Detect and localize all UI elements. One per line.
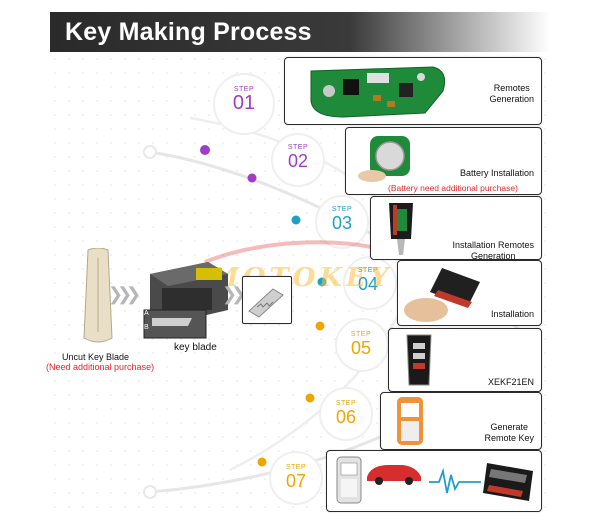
- key-in-hand-icon: [404, 268, 480, 322]
- step-05-label: XEKF21EN: [487, 377, 534, 387]
- step-number: 03: [331, 213, 353, 233]
- step-number: 02: [287, 151, 309, 171]
- step-word: STEP: [331, 206, 353, 213]
- step-number: 04: [357, 274, 379, 294]
- step-word: STEP: [285, 464, 307, 471]
- step-02-card: Battery Installation (Battery need addit…: [345, 127, 542, 195]
- bullet-dot: [247, 173, 257, 183]
- step-06-label: Generate Remote Key: [484, 422, 534, 443]
- step-04-label: Installation: [490, 309, 534, 319]
- step-01-marker: STEP 01: [224, 86, 264, 113]
- step-01-label: Remotes Generation: [489, 83, 534, 104]
- key-programmer-icon: [397, 397, 423, 445]
- step-05-marker: STEP 05: [341, 331, 381, 358]
- uncut-blade-note: (Need additional purchase): [46, 362, 155, 372]
- page-title: Key Making Process: [65, 18, 312, 46]
- uncut-key-blade-icon: [83, 248, 113, 343]
- step-02-label: Battery Installation: [459, 168, 534, 178]
- step-word: STEP: [287, 144, 309, 151]
- step-word: STEP: [350, 331, 372, 338]
- arrows-icon: ❯❯❯: [108, 284, 141, 304]
- step-01-card: Remotes Generation: [284, 57, 542, 125]
- smart-key-icon: [406, 334, 432, 386]
- step-word: STEP: [233, 86, 255, 93]
- step-04-card: Installation: [397, 260, 542, 326]
- step-03-card: Installation Remotes Generation: [370, 196, 542, 260]
- step-04-marker: STEP 04: [348, 267, 388, 294]
- bullet-dot: [257, 457, 267, 467]
- step-number: 07: [285, 471, 307, 491]
- header-bar: Key Making Process: [50, 12, 550, 52]
- step-07-marker: STEP 07: [276, 464, 316, 491]
- cut-key-blade-box: [242, 276, 292, 324]
- step-number: 06: [335, 407, 357, 427]
- bullet-dot: [305, 393, 315, 403]
- bullet-dot: [317, 277, 327, 287]
- signal-wave-icon: [429, 467, 481, 494]
- cut-key-blade-icon: [248, 288, 284, 318]
- step-06-card: Generate Remote Key: [380, 392, 542, 450]
- key-cutting-machine-icon: [143, 262, 228, 339]
- bullet-dot: [200, 145, 210, 155]
- step-number: 01: [232, 92, 256, 114]
- step-word: STEP: [357, 267, 379, 274]
- bullet-dot: [291, 215, 301, 225]
- key-blade-label: key blade: [174, 342, 217, 353]
- key-programmer-icon: [336, 456, 362, 504]
- step-03-marker: STEP 03: [322, 206, 362, 233]
- step-03-label: Installation Remotes Generation: [452, 240, 534, 260]
- machine-mark-b: B: [144, 324, 149, 331]
- coin-battery-icon: [358, 136, 410, 182]
- step-02-note: (Battery need additional purchase): [388, 183, 518, 193]
- step-02-marker: STEP 02: [278, 144, 318, 171]
- pcb-board-icon: [310, 66, 446, 118]
- step-06-marker: STEP 06: [326, 400, 366, 427]
- machine-mark-a: A: [144, 310, 149, 317]
- watermark: MOTOKEY: [210, 263, 393, 293]
- smart-key-icon: [483, 463, 533, 501]
- uncut-blade-label: Uncut Key Blade: [62, 352, 130, 362]
- step-word: STEP: [335, 400, 357, 407]
- step-05-card: XEKF21EN: [388, 328, 542, 392]
- sports-car-icon: [367, 465, 421, 485]
- flip-key-icon: [389, 203, 413, 255]
- bullet-dot: [315, 321, 325, 331]
- step-number: 05: [350, 338, 372, 358]
- arrows-icon: ❯❯: [222, 284, 246, 304]
- step-07-card: [326, 450, 542, 512]
